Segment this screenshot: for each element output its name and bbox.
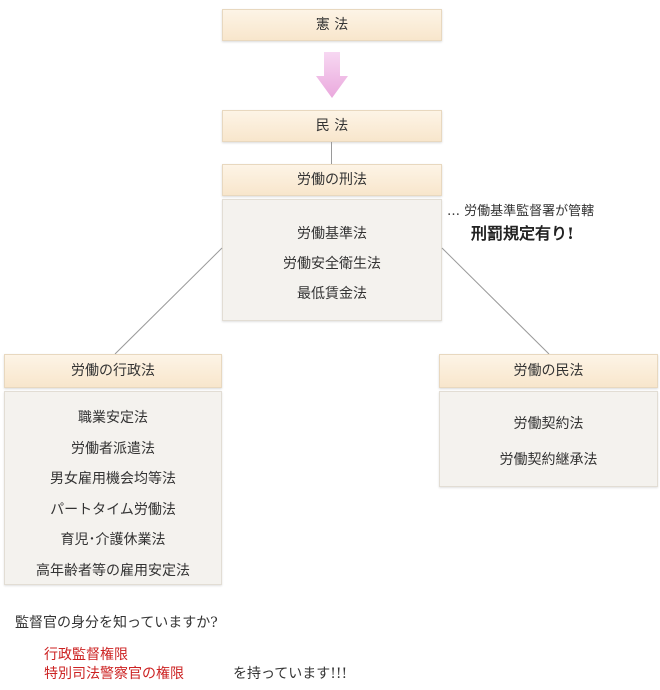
administrative-law-title-box: 労働の行政法 [4,354,222,388]
civil-labor-law-title: 労働の民法 [513,363,584,379]
authority-administrative: 行政監督権限 [44,647,128,663]
criminal-law-item: 労働安全衛生法 [283,256,381,272]
administrative-law-item: 男女雇用機会均等法 [50,471,176,487]
civil-labor-law-item: 労働契約法 [513,416,584,432]
authority-judicial-police: 特別司法警察官の権限 [44,666,184,682]
civil-code-box: 民 法 [222,110,442,142]
administrative-law-item: パートタイム労働法 [50,501,176,518]
criminal-law-title: 労働の刑法 [297,172,367,188]
jurisdiction-note: … 労働基準監督署が管轄 刑罰規定有り! [447,200,594,244]
criminal-law-item: 最低賃金法 [297,286,367,302]
criminal-law-title-box: 労働の刑法 [222,164,442,196]
administrative-law-item: 労働者派遣法 [71,440,155,457]
connector-civil-criminal [331,142,332,164]
inspector-status-question: 監督官の身分を知っていますか? [15,615,218,631]
constitution-label: 憲 法 [315,17,349,33]
note-line2: 刑罰規定有り! [471,224,575,243]
administrative-law-title: 労働の行政法 [71,363,155,379]
note-line1: … 労働基準監督署が管轄 [447,204,595,219]
administrative-law-item: 職業安定法 [78,410,148,426]
civil-labor-law-body: 労働契約法 労働契約継承法 [439,391,658,487]
criminal-law-item: 労働基準法 [297,226,367,242]
criminal-law-body: 労働基準法 労働安全衛生法 最低賃金法 [222,199,442,321]
connector-left [114,247,223,355]
administrative-law-item: 育児･介護休業法 [60,532,166,548]
civil-labor-law-title-box: 労働の民法 [439,354,658,388]
civil-code-label: 民 法 [315,118,349,134]
possession-statement: を持っています!!! [233,666,348,682]
connector-right [441,247,550,355]
constitution-box: 憲 法 [222,9,442,41]
administrative-law-body: 職業安定法 労働者派遣法 男女雇用機会均等法 パートタイム労働法 育児･介護休業… [4,391,222,585]
civil-labor-law-item: 労働契約継承法 [499,452,598,468]
administrative-law-item: 高年齢者等の雇用安定法 [36,562,190,579]
down-arrow-icon [316,52,348,98]
